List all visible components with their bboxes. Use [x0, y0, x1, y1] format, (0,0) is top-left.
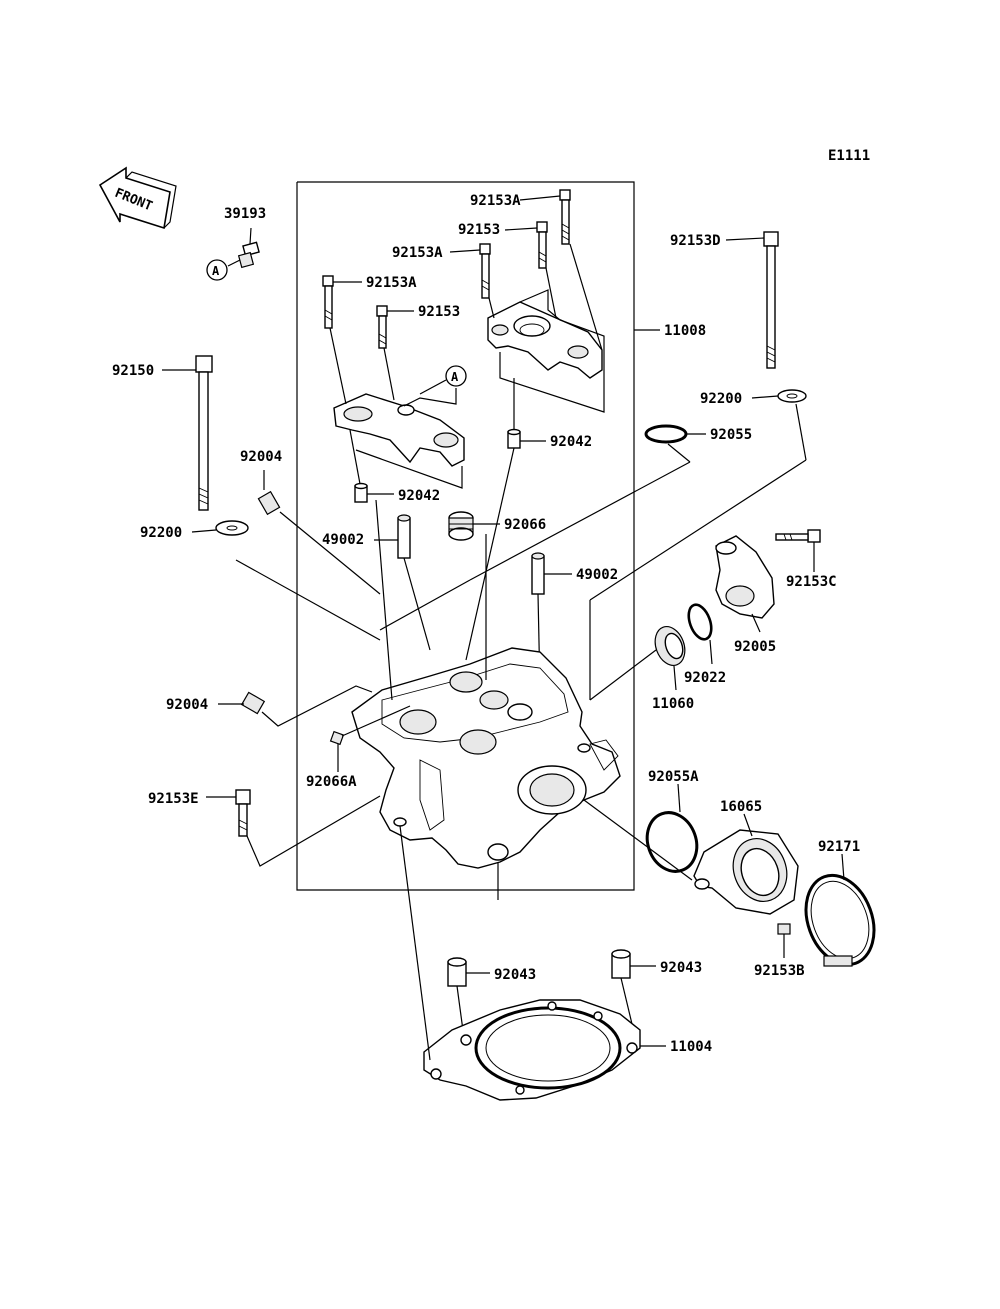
plug-92004-lower [218, 685, 373, 727]
label-49002-2: 49002 [576, 567, 618, 583]
leader-16065 [583, 799, 693, 881]
label-92043-2: 92043 [660, 960, 702, 976]
label-11060: 11060 [652, 696, 694, 712]
head-gasket-11004 [423, 999, 666, 1101]
label-92153C: 92153C [786, 574, 837, 590]
plug-92066A [329, 705, 411, 772]
svg-text:A: A [451, 370, 459, 384]
svg-text:A: A [212, 264, 220, 278]
part-39193 [227, 227, 260, 269]
bolt-92153A-3 [322, 275, 362, 405]
label-16065: 16065 [720, 799, 762, 815]
camshaft-cap-upper [487, 301, 603, 379]
ref-marker-a-2: A [419, 365, 467, 395]
label-92200-1: 92200 [700, 391, 742, 407]
label-92042-1: 92042 [550, 434, 592, 450]
dowel-92043-left [447, 957, 490, 1039]
leader-92055 [469, 461, 691, 581]
label-11008: 11008 [664, 323, 706, 339]
label-92043-1: 92043 [494, 967, 536, 983]
seal-11060 [589, 626, 686, 701]
cap-lower-outline [355, 449, 463, 489]
label-92005: 92005 [734, 639, 776, 655]
diagram-code: E1111 [828, 148, 870, 164]
dowel-92042-lower [349, 429, 394, 503]
bolt-92153B [777, 923, 791, 958]
label-92055: 92055 [710, 427, 752, 443]
label-39193: 39193 [224, 206, 266, 222]
label-92066: 92066 [504, 517, 546, 533]
label-92022: 92022 [684, 670, 726, 686]
cap-upper-outline [499, 289, 605, 413]
front-arrow-icon: FRONT [98, 166, 177, 230]
label-92150: 92150 [112, 363, 154, 379]
bolt-92153E [206, 789, 381, 867]
label-92153-1: 92153 [458, 222, 500, 238]
label-92004-2: 92004 [166, 697, 208, 713]
assembly-frame [296, 181, 635, 891]
cylinder-head [351, 647, 621, 869]
label-92153-2: 92153 [418, 304, 460, 320]
label-92066A: 92066A [306, 774, 357, 790]
leader-92042-l [375, 499, 393, 701]
label-92153E: 92153E [148, 791, 199, 807]
label-92042-2: 92042 [398, 488, 440, 504]
label-92153A-1: 92153A [470, 193, 521, 209]
leader-gasket-l [399, 825, 431, 1061]
label-92200-2: 92200 [140, 525, 182, 541]
bolt-92153-1 [504, 221, 557, 319]
clamp-92171 [804, 853, 876, 967]
cap-92066 [448, 511, 500, 541]
oring-92055A [645, 783, 699, 873]
ref-marker-a-1: A [206, 259, 228, 281]
bolt-92153-2 [376, 305, 414, 401]
label-92171: 92171 [818, 839, 860, 855]
leader-92042-u [465, 447, 515, 661]
bolt-92153D [725, 231, 779, 369]
oring-92055 [644, 424, 706, 463]
dowel-92043-right [611, 949, 656, 1025]
camshaft-cap-lower [333, 393, 465, 467]
oring-92022 [687, 603, 713, 665]
thermostat-housing-92005 [715, 535, 775, 633]
valve-guide-49002-left [374, 514, 431, 651]
label-92055A: 92055A [648, 769, 699, 785]
label-92153A-3: 92153A [366, 275, 417, 291]
label-11004: 11004 [670, 1039, 712, 1055]
label-49002-1: 49002 [322, 532, 364, 548]
bolt-92153A-2 [449, 243, 495, 319]
bolt-92153A-1 [519, 189, 603, 351]
cap-lower-link [403, 388, 457, 407]
plug-92004-upper [257, 470, 381, 595]
dowel-92042-upper [507, 378, 546, 449]
washer-92200-left [191, 520, 381, 641]
bolt-92150 [162, 355, 213, 511]
bolt-92153C [775, 529, 821, 572]
intake-holder-16065 [693, 813, 799, 915]
label-92153B: 92153B [754, 963, 805, 979]
leader-92200-r [589, 459, 807, 601]
washer-92200-right [751, 389, 807, 461]
label-92153A-2: 92153A [392, 245, 443, 261]
label-92004-1: 92004 [240, 449, 282, 465]
leader-92055-b [379, 579, 471, 631]
label-92153D: 92153D [670, 233, 721, 249]
